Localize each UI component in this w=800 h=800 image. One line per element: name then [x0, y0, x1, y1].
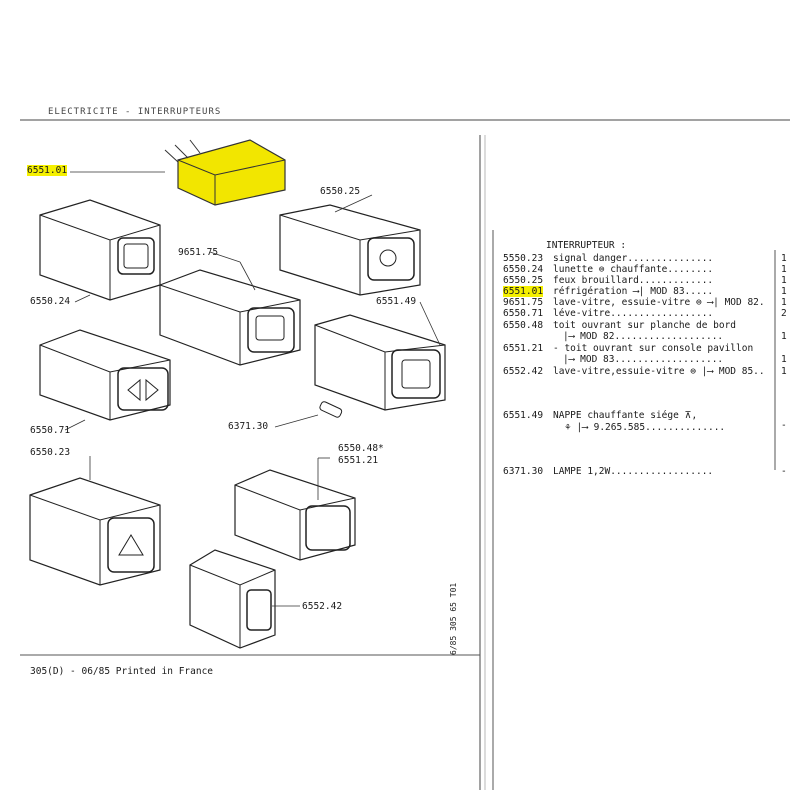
switch-part-6552-42: [189, 549, 276, 649]
callout-9651-75: 9651.75: [178, 247, 219, 258]
relay-part-6551-01: [164, 139, 286, 206]
callout-6551-21: 6551.21: [338, 455, 379, 466]
callout-6371-30: 6371.30: [228, 421, 269, 432]
switch-part-6550-24: [39, 199, 161, 301]
side-reference: 6/85 305 65 T01: [449, 582, 458, 655]
lamp-part-6371-30: [319, 401, 343, 418]
switch-part-6550-23: [29, 477, 161, 586]
section-header: ELECTRICITE - INTERRUPTEURS: [48, 107, 222, 117]
switch-part-9651-75: [159, 269, 301, 366]
callout-6550-48: 6550.48*: [338, 443, 384, 454]
page-footer: 305(D) - 06/85 Printed in France: [30, 666, 214, 677]
switch-part-6551-49: [314, 314, 446, 411]
callout-6550-24: 6550.24: [30, 296, 71, 307]
callout-6550-23: 6550.23: [30, 447, 71, 458]
table-heading: INTERRUPTEUR :: [546, 240, 627, 251]
callout-6551-01: 6551.01: [27, 165, 68, 176]
callout-6550-25: 6550.25: [320, 186, 361, 197]
callout-6552-42: 6552.42: [302, 601, 343, 612]
switch-part-6550-71: [39, 329, 171, 421]
callout-6551-49: 6551.49: [376, 296, 417, 307]
switch-part-6550-48: [234, 469, 356, 561]
switch-part-6550-25: [279, 204, 421, 296]
callout-6550-71: 6550.71: [30, 425, 71, 436]
